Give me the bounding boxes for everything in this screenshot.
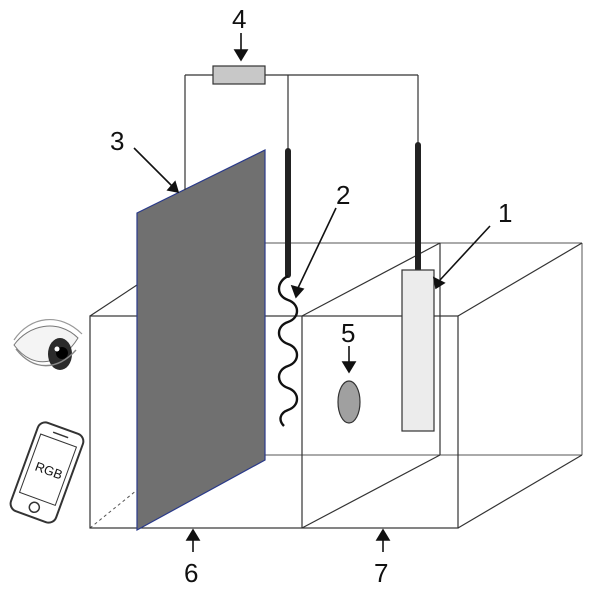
rod-electrode-1 (415, 142, 421, 272)
label-5: 5 (341, 318, 355, 348)
label-3: 3 (110, 126, 124, 156)
electrode-plate-1 (401, 269, 435, 432)
leader-arrows (133, 33, 491, 552)
label-6: 6 (184, 558, 198, 588)
label-4: 4 (232, 4, 246, 34)
plate-electrode-3 (136, 149, 266, 532)
label-7: 7 (374, 558, 388, 588)
circuit-wires (184, 74, 419, 190)
label-1: 1 (498, 198, 512, 228)
label-2: 2 (336, 180, 350, 210)
coil-electrode-2 (277, 274, 299, 427)
rod-electrode-2 (285, 148, 291, 278)
tank-back-frame (89, 242, 583, 529)
disc-5 (337, 380, 361, 424)
resistor-4 (212, 65, 266, 85)
eye-icon (13, 319, 83, 370)
smartphone-icon: RGB (9, 421, 85, 524)
tank-partition (301, 242, 441, 529)
